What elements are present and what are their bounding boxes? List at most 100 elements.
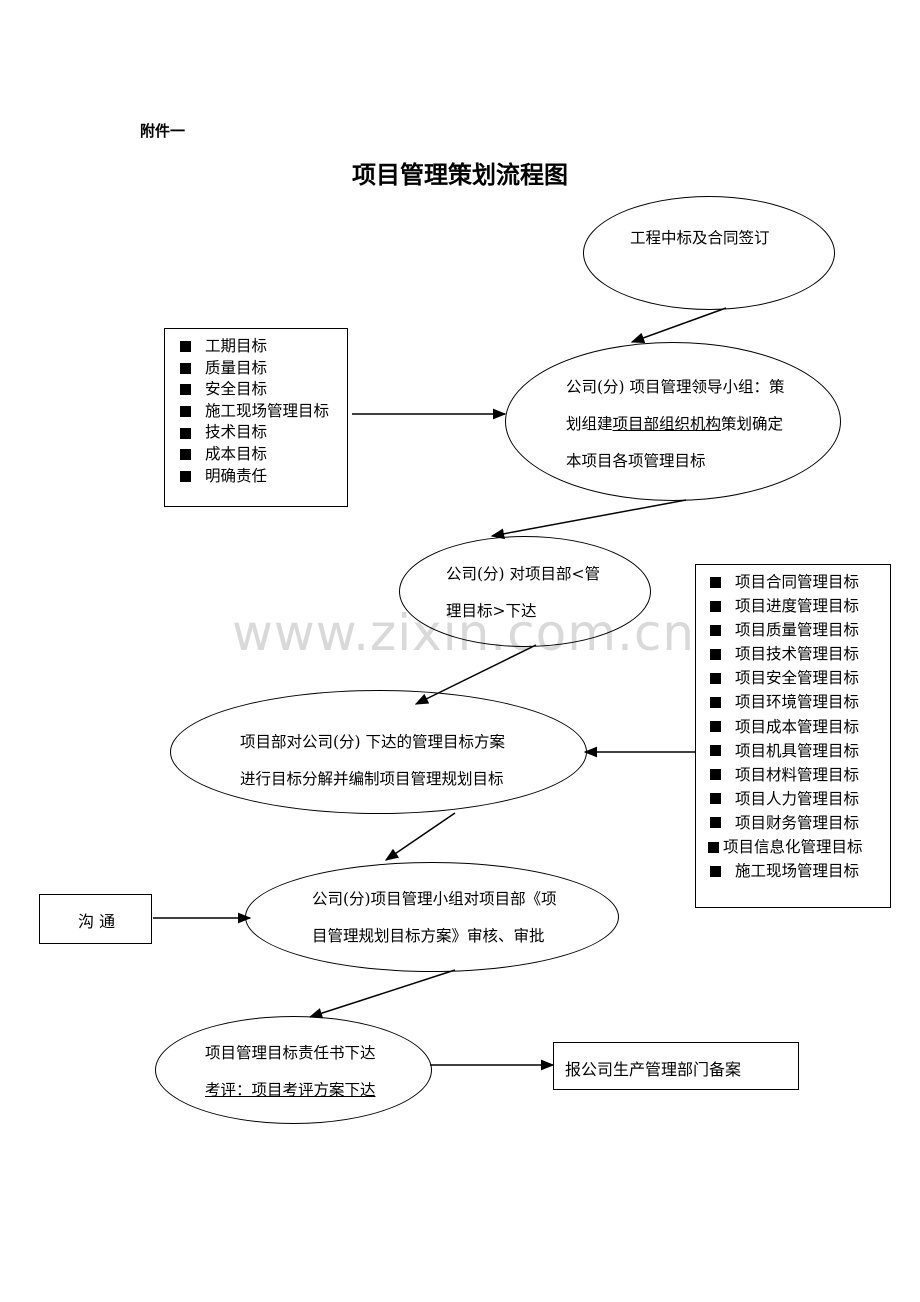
assign-node (399, 536, 651, 647)
left-goal-label: 质量目标 (205, 358, 268, 377)
filing-box (553, 1042, 799, 1090)
bullet-icon (180, 384, 191, 396)
decompose-line1: 项目部对公司(分) 下达的管理目标方案 (240, 733, 506, 751)
bullet-icon (180, 341, 191, 353)
bullet-icon (710, 576, 721, 588)
review-node-text: 公司(分)项目管理小组对项目部《项 目管理规划目标方案》审核、审批 (312, 881, 557, 955)
right-goal-item: 项目环境管理目标 (710, 690, 863, 714)
left-goals-list: 工期目标 质量目标 安全目标 施工现场管理目标 技术目标 成本目标 明确责任 (180, 336, 329, 487)
arrow-review-to-responsibility (308, 969, 456, 1019)
responsibility-line1: 项目管理目标责任书下达 (205, 1044, 376, 1062)
right-goal-label: 项目财务管理目标 (735, 813, 860, 832)
filing-text: 报公司生产管理部门备案 (565, 1060, 742, 1079)
left-goal-item: 安全目标 (180, 379, 329, 401)
responsibility-node-text: 项目管理目标责任书下达 考评：项目考评方案下达 (205, 1035, 376, 1109)
communication-box (39, 894, 152, 944)
assign-node-text: 公司(分) 对项目部<管 理目标>下达 (446, 556, 600, 630)
right-goal-label: 项目成本管理目标 (735, 717, 860, 736)
right-goal-label: 项目质量管理目标 (735, 621, 860, 640)
arrow-leadership-to-assign (490, 499, 687, 540)
left-goal-item: 技术目标 (180, 422, 329, 444)
bullet-icon (710, 745, 721, 757)
left-goal-label: 技术目标 (205, 423, 268, 442)
bullet-icon (710, 624, 721, 636)
right-goal-label: 项目进度管理目标 (735, 597, 860, 616)
bullet-icon (710, 648, 721, 660)
left-goal-item: 明确责任 (180, 466, 329, 488)
right-goal-item: 项目安全管理目标 (710, 666, 863, 690)
bullet-icon (710, 817, 721, 829)
review-line1: 公司(分)项目管理小组对项目部《项 (312, 890, 557, 908)
right-goal-item: 项目人力管理目标 (710, 787, 863, 811)
leadership-line1: 公司(分) 项目管理领导小组：策 (566, 378, 785, 396)
right-goal-item: 项目质量管理目标 (710, 618, 863, 642)
left-goal-item: 质量目标 (180, 358, 329, 380)
assign-line1: 公司(分) 对项目部<管 (446, 565, 601, 583)
leadership-line2-a: 划组建 (566, 415, 613, 433)
left-goal-item: 施工现场管理目标 (180, 401, 329, 423)
bullet-icon (710, 769, 721, 781)
right-goal-item: 施工现场管理目标 (710, 859, 863, 883)
arrow-start-to-leadership (630, 307, 727, 343)
leadership-line2-c: 策划确定 (721, 415, 784, 433)
left-goal-label: 安全目标 (205, 380, 268, 399)
right-goal-label: 项目人力管理目标 (735, 789, 860, 808)
right-goal-label: 项目技术管理目标 (735, 645, 860, 664)
arrow-decompose-to-review (384, 812, 456, 861)
right-goal-item: 项目进度管理目标 (710, 594, 863, 618)
left-goal-label: 成本目标 (205, 444, 268, 463)
bullet-icon (710, 721, 721, 733)
start-node (583, 196, 835, 310)
communication-text: 沟 通 (78, 912, 116, 931)
responsibility-node (155, 1016, 432, 1124)
right-goal-item: 项目材料管理目标 (710, 763, 863, 787)
bullet-icon (708, 841, 719, 853)
right-goal-label: 项目安全管理目标 (735, 669, 860, 688)
right-goal-label: 项目合同管理目标 (735, 573, 860, 591)
right-goal-item: 项目成本管理目标 (710, 715, 863, 739)
leadership-line2: 划组建项目部组织机构策划确定 (566, 406, 785, 443)
review-line2: 目管理规划目标方案》审核、审批 (312, 927, 545, 945)
review-node (245, 862, 619, 972)
left-goal-label: 工期目标 (205, 337, 268, 355)
right-goal-label: 施工现场管理目标 (735, 862, 860, 881)
bullet-icon (710, 672, 721, 684)
right-goal-item: 项目信息化管理目标 (708, 835, 863, 859)
bullet-icon (180, 406, 191, 418)
leadership-node (505, 342, 841, 501)
leadership-node-text: 公司(分) 项目管理领导小组：策 划组建项目部组织机构策划确定 本项目各项管理目… (566, 369, 785, 480)
bullet-icon (710, 865, 721, 877)
decompose-node-text: 项目部对公司(分) 下达的管理目标方案 进行目标分解并编制项目管理规划目标 (240, 724, 505, 798)
page-title: 项目管理策划流程图 (352, 160, 568, 189)
right-goals-list: 项目合同管理目标 项目进度管理目标 项目质量管理目标 项目技术管理目标 项目安全… (708, 570, 863, 883)
right-goals-box (695, 564, 891, 908)
bullet-icon (180, 470, 191, 482)
leadership-line2-b: 项目部组织机构 (612, 415, 722, 433)
bullet-icon (180, 449, 191, 461)
responsibility-line2: 考评：项目考评方案下达 (205, 1081, 376, 1099)
left-goals-box (164, 328, 348, 507)
right-goal-label: 项目材料管理目标 (735, 765, 860, 784)
bullet-icon (180, 427, 191, 439)
decompose-node (170, 690, 587, 814)
assign-line2: 理目标>下达 (446, 602, 537, 620)
bullet-icon (710, 600, 721, 612)
bullet-icon (180, 362, 191, 374)
right-goal-item: 项目财务管理目标 (710, 811, 863, 835)
start-node-text: 工程中标及合同签订 (630, 229, 770, 247)
right-goal-label: 项目信息化管理目标 (723, 838, 863, 857)
right-goal-item: 项目合同管理目标 (710, 570, 863, 594)
right-goal-label: 项目机具管理目标 (735, 741, 860, 760)
right-goal-label: 项目环境管理目标 (735, 693, 860, 712)
leadership-line3: 本项目各项管理目标 (566, 452, 706, 470)
right-goal-item: 项目机具管理目标 (710, 739, 863, 763)
bullet-icon (710, 793, 721, 805)
annex-label: 附件一 (140, 122, 186, 140)
left-goal-item: 成本目标 (180, 444, 329, 466)
right-goal-item: 项目技术管理目标 (710, 642, 863, 666)
left-goal-item: 工期目标 (180, 336, 329, 358)
left-goal-label: 明确责任 (205, 466, 268, 485)
decompose-line2: 进行目标分解并编制项目管理规划目标 (240, 770, 504, 788)
left-goal-label: 施工现场管理目标 (205, 401, 330, 420)
